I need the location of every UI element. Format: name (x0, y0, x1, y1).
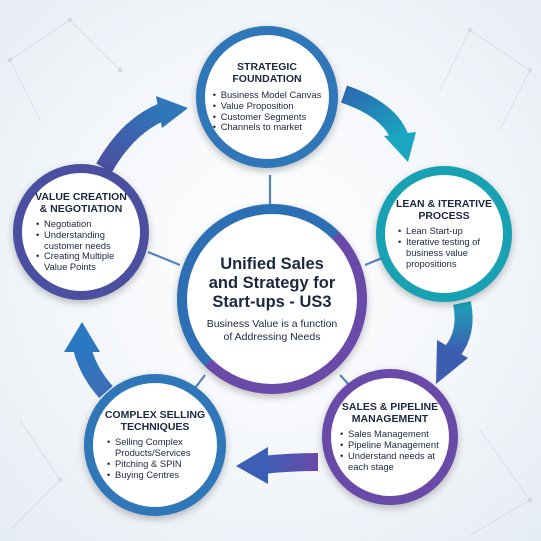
lean-iterative-title: LEAN & ITERATIVE PROCESS (395, 198, 493, 223)
list-item: Pitching & SPIN (107, 458, 203, 470)
list-item: Business Model Canvas (213, 89, 322, 101)
center-subtitle: Business Value is a function of Addressi… (206, 317, 338, 343)
complex-selling-title: COMPLEX SELLING TECHNIQUES (104, 409, 206, 434)
sales-pipeline-list: Sales Management Pipeline Management Und… (340, 429, 440, 472)
cycle-arrow-left-up (64, 322, 113, 399)
strategic-foundation-title: STRATEGIC FOUNDATION (232, 60, 302, 85)
sales-pipeline-node: SALES & PIPELINE MANAGEMENT Sales Manage… (322, 369, 458, 505)
network-decoration (7, 17, 533, 536)
cycle-arrow-top-left (96, 96, 188, 173)
strategic-foundation-list: Business Model Canvas Value Proposition … (213, 89, 322, 133)
list-item: Channels to market (213, 121, 322, 133)
cycle-arrow-right-down (436, 301, 473, 384)
value-creation-node: VALUE CREATION & NEGOTIATION Negotiation… (13, 164, 149, 300)
list-item: Value Proposition (213, 100, 322, 112)
list-item: Customer Segments (213, 111, 322, 123)
list-item: Understanding customer needs (36, 229, 126, 252)
list-item: Selling Complex Products/Services (107, 437, 203, 459)
complex-selling-list: Selling Complex Products/Services Pitchi… (107, 437, 203, 481)
lean-iterative-node: LEAN & ITERATIVE PROCESS Lean Start-up I… (376, 166, 512, 302)
list-item: Negotiation (36, 218, 126, 230)
center-node: Unified Sales and Strategy for Start-ups… (177, 204, 367, 394)
list-item: Pipeline Management (340, 439, 440, 451)
list-item: Lean Start-up (398, 226, 490, 237)
list-item: Iterative testing of business value prop… (398, 236, 490, 269)
list-item: Understand needs at each stage (340, 450, 440, 473)
value-creation-title: VALUE CREATION & NEGOTIATION (35, 191, 127, 215)
list-item: Sales Management (340, 429, 440, 440)
list-item: Buying Centres (107, 469, 203, 481)
sales-pipeline-title: SALES & PIPELINE MANAGEMENT (341, 401, 439, 426)
complex-selling-node: COMPLEX SELLING TECHNIQUES Selling Compl… (84, 374, 226, 516)
list-item: Creating Multiple Value Points (36, 251, 126, 273)
lean-iterative-list: Lean Start-up Iterative testing of busin… (398, 226, 490, 269)
cycle-arrow-bottom (236, 447, 319, 484)
value-creation-list: Negotiation Understanding customer needs… (36, 218, 126, 273)
cycle-arrow-top-right (340, 85, 416, 162)
strategic-foundation-node: STRATEGIC FOUNDATION Business Model Canv… (196, 26, 338, 168)
center-title: Unified Sales and Strategy for Start-ups… (208, 254, 336, 311)
